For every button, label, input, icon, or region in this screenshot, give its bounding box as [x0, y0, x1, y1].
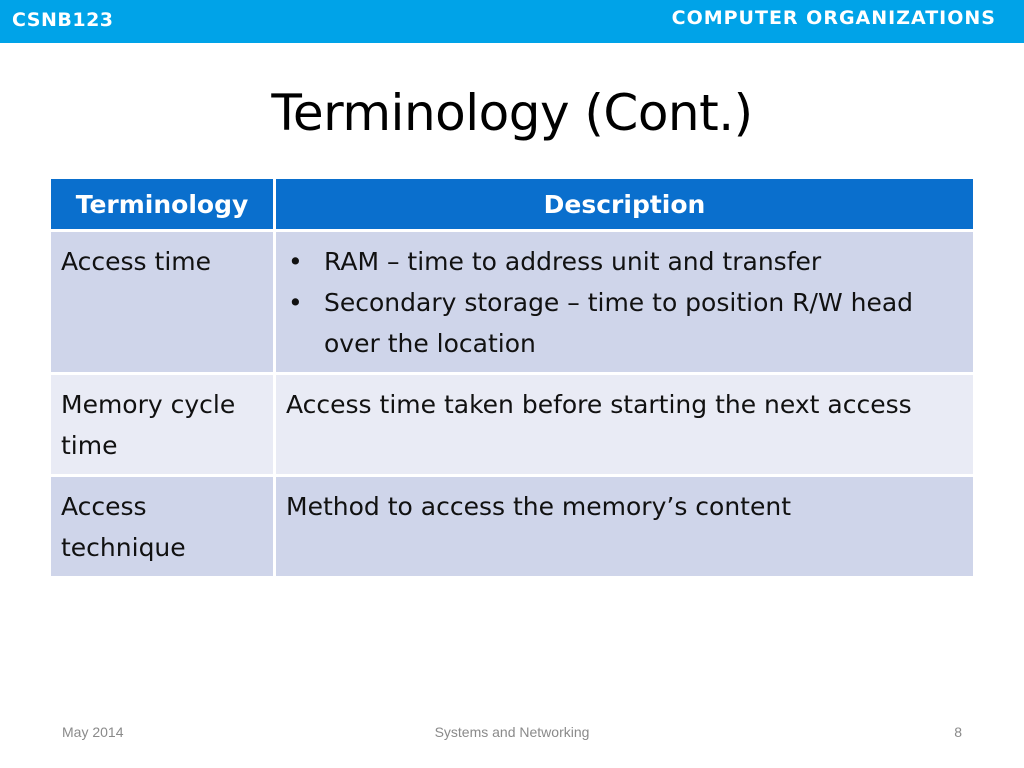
table-row: Memory cycle time Access time taken befo… — [51, 373, 973, 477]
footer-date: May 2014 — [62, 724, 124, 740]
slide-title: Terminology (Cont.) — [271, 84, 753, 142]
page-number: 8 — [954, 724, 962, 740]
course-code: CSNB123 — [12, 9, 114, 31]
bullet-icon: • — [288, 288, 303, 317]
column-header-terminology: Terminology — [51, 179, 276, 232]
description-cell: Method to access the memory’s content — [274, 475, 973, 579]
term-cell: Memory cycle time — [51, 373, 276, 477]
terminology-table: Terminology Description Access time • RAM… — [51, 179, 973, 579]
footer-center-text: Systems and Networking — [434, 724, 590, 740]
bullet-icon: • — [288, 247, 303, 276]
term-cell: Access technique — [51, 475, 276, 579]
table-row: Access technique Method to access the me… — [51, 475, 973, 579]
column-header-description: Description — [274, 179, 973, 232]
table-row: Access time • RAM – time to address unit … — [51, 230, 973, 375]
bullet-text: Secondary storage – time to position R/W… — [324, 288, 914, 358]
description-cell: Access time taken before starting the ne… — [274, 373, 973, 477]
bullet-list: • RAM – time to address unit and transfer… — [286, 241, 964, 364]
top-banner: CSNB123 COMPUTER ORGANIZATIONS — [0, 0, 1024, 43]
list-item: • RAM – time to address unit and transfer — [288, 241, 964, 282]
term-cell: Access time — [51, 230, 276, 375]
list-item: • Secondary storage – time to position R/… — [288, 282, 964, 364]
description-cell: • RAM – time to address unit and transfer… — [274, 230, 973, 375]
table-header-row: Terminology Description — [51, 179, 973, 232]
bullet-text: RAM – time to address unit and transfer — [324, 247, 822, 276]
course-name: COMPUTER ORGANIZATIONS — [671, 7, 996, 29]
